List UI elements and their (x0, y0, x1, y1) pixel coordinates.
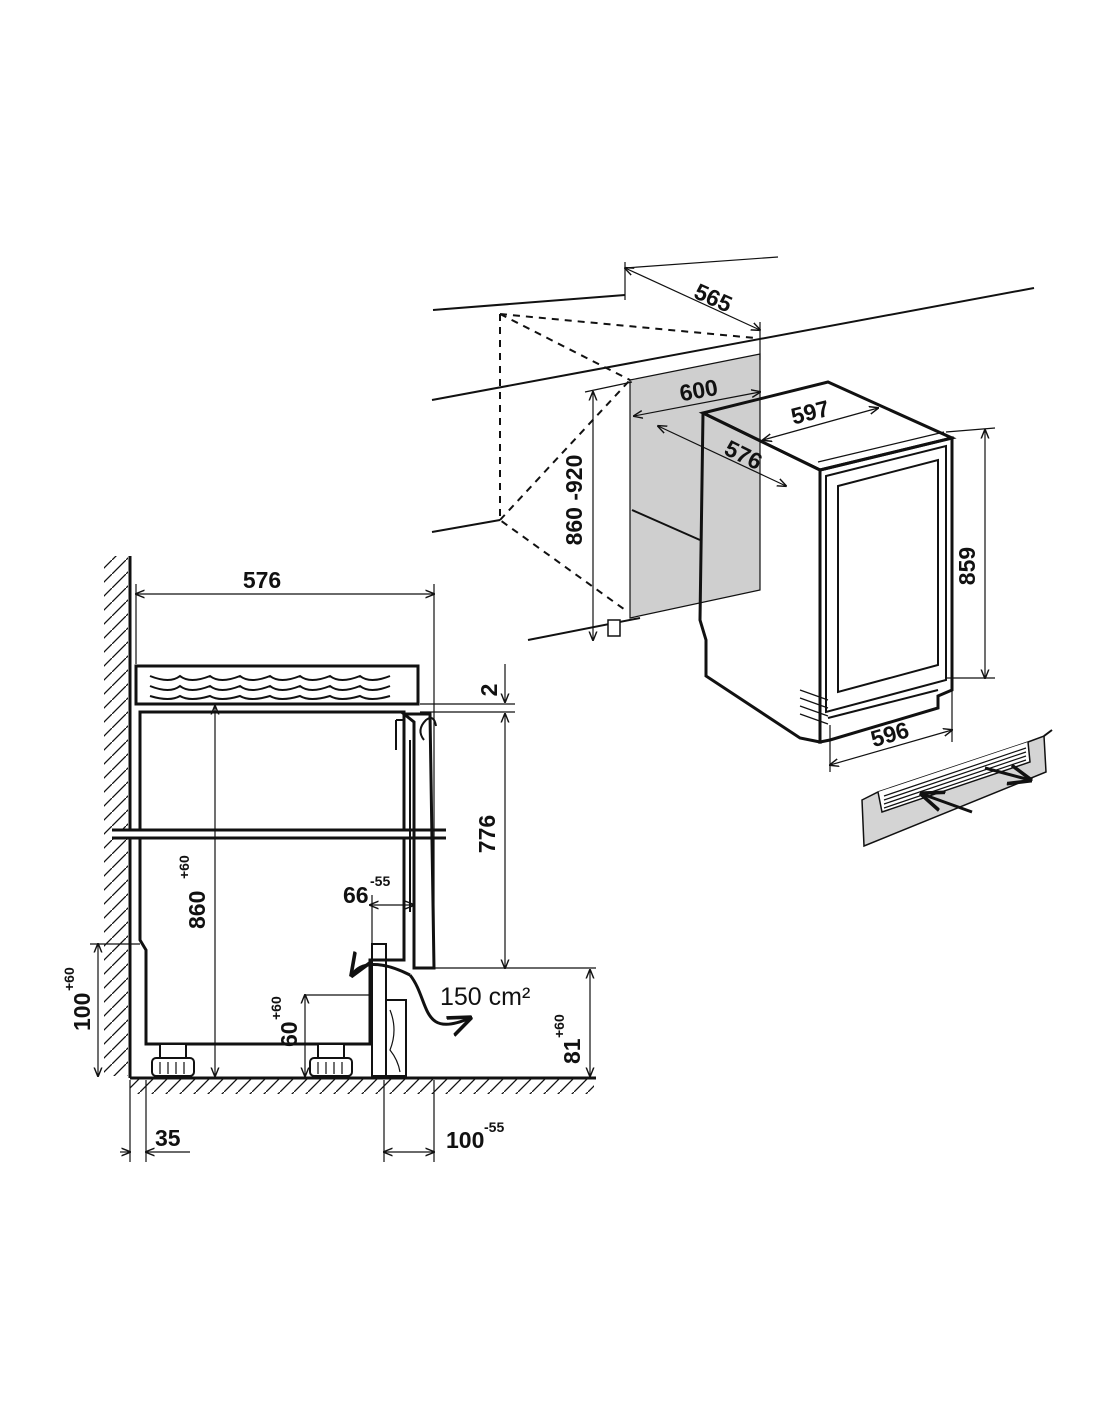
appliance-door (399, 712, 436, 970)
dim-niche-depth: 565 (690, 278, 736, 317)
appliance-body (138, 710, 406, 1046)
dim-plinth-depth-tolerance: -55 (370, 873, 390, 889)
dim-appliance-base: 596 (868, 717, 912, 753)
wood-grain (149, 674, 391, 700)
niche-shadow-line (631, 509, 701, 541)
niche-outline (499, 313, 756, 613)
dim-plinth-height-right: 81 (559, 1038, 585, 1064)
appliance-front (818, 436, 954, 744)
floor-line-right (527, 617, 641, 641)
plinth (371, 943, 407, 1077)
front-foot (309, 1043, 353, 1077)
door-window (837, 458, 939, 694)
dim-plinth-depth: 66 (343, 882, 369, 908)
dim-line-appliance-base (830, 730, 952, 765)
dim-niche-height: 860 -920 (561, 455, 587, 546)
floor-hatch (130, 1078, 594, 1094)
dim-section-appliance-height: 776 (474, 815, 500, 853)
worktop-front-line (431, 287, 1035, 401)
door-frame-outer (825, 444, 947, 714)
dim-worktop-depth: 576 (243, 567, 281, 593)
floor-line-left (431, 519, 501, 533)
plinth-grille (799, 689, 829, 725)
dim-plinth-height-left: 100 (69, 993, 95, 1031)
section-view: 150 cm² 576 2 776 860 +60 66 -55 60 +60 (61, 556, 596, 1162)
dim-foot-height-tolerance: +60 (268, 996, 284, 1020)
dim-foot-height: 60 (276, 1021, 302, 1047)
worktop-line (432, 294, 626, 311)
plinth-vent-detail (861, 729, 1053, 848)
air-out-arrow-section (352, 964, 411, 975)
dim-appliance-width: 597 (788, 395, 832, 430)
dim-line-niche-width (634, 392, 760, 416)
dim-line-appliance-depth (658, 426, 786, 486)
ventilation-area: 150 cm² (440, 983, 530, 1011)
dim-front-offset: 100 (446, 1127, 484, 1153)
air-in-arrow (922, 794, 973, 814)
worktop-back-line (624, 256, 779, 269)
dim-niche-height: 860 (184, 891, 210, 929)
dim-front-offset-tolerance: -55 (484, 1119, 504, 1135)
dim-plinth-height-left-tolerance: +60 (61, 967, 77, 991)
dim-line-niche-depth (625, 268, 760, 330)
wall-hatch (104, 556, 128, 1076)
adjustable-foot (607, 619, 621, 637)
rear-foot (151, 1043, 195, 1077)
dim-top-gap: 2 (476, 684, 502, 697)
dim-appliance-height: 859 (954, 547, 980, 585)
dim-niche-height-tolerance: +60 (176, 855, 192, 879)
dim-rear-offset: 35 (155, 1125, 181, 1151)
isometric-view: 565 600 860 -920 597 576 859 596 (431, 256, 1053, 848)
air-in-arrow-section (408, 974, 470, 1024)
air-out-arrow (984, 768, 1030, 780)
dim-plinth-height-right-tolerance: +60 (551, 1014, 567, 1038)
